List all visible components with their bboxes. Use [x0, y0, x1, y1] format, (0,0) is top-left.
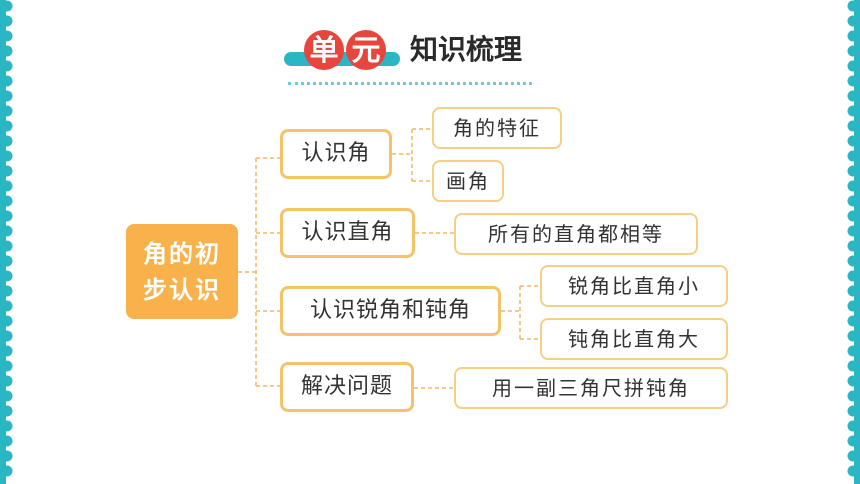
leaf-node-3-1: 锐角比直角小 [540, 265, 728, 307]
leaf-node-2-1: 所有的直角都相等 [454, 213, 698, 255]
right-stamp-edge [847, 0, 860, 484]
leaf-node-1-2: 画角 [432, 160, 504, 202]
left-stamp-edge [0, 0, 13, 484]
leaf-node-4-1: 用一副三角尺拼钝角 [454, 367, 728, 409]
root-line-1: 角的初 [143, 240, 221, 268]
leaf-node-3-2: 钝角比直角大 [540, 318, 728, 360]
branch-node-2: 认识直角 [280, 208, 415, 258]
connector-b1-split [392, 128, 432, 182]
branch-node-4: 解决问题 [280, 362, 414, 412]
leaf-node-1-1: 角的特征 [432, 107, 562, 149]
unit-badge-2: 元 [346, 30, 386, 70]
section-title: 知识梳理 [410, 33, 523, 66]
connector-b3-split [501, 285, 540, 340]
branch-node-1: 认识角 [280, 129, 392, 179]
root-node: 角的初 步认识 [126, 224, 238, 319]
title-underline [288, 82, 532, 85]
branch-node-3: 认识锐角和钝角 [280, 286, 501, 336]
root-line-2: 步认识 [143, 276, 221, 304]
unit-badge-1: 单 [304, 30, 344, 70]
